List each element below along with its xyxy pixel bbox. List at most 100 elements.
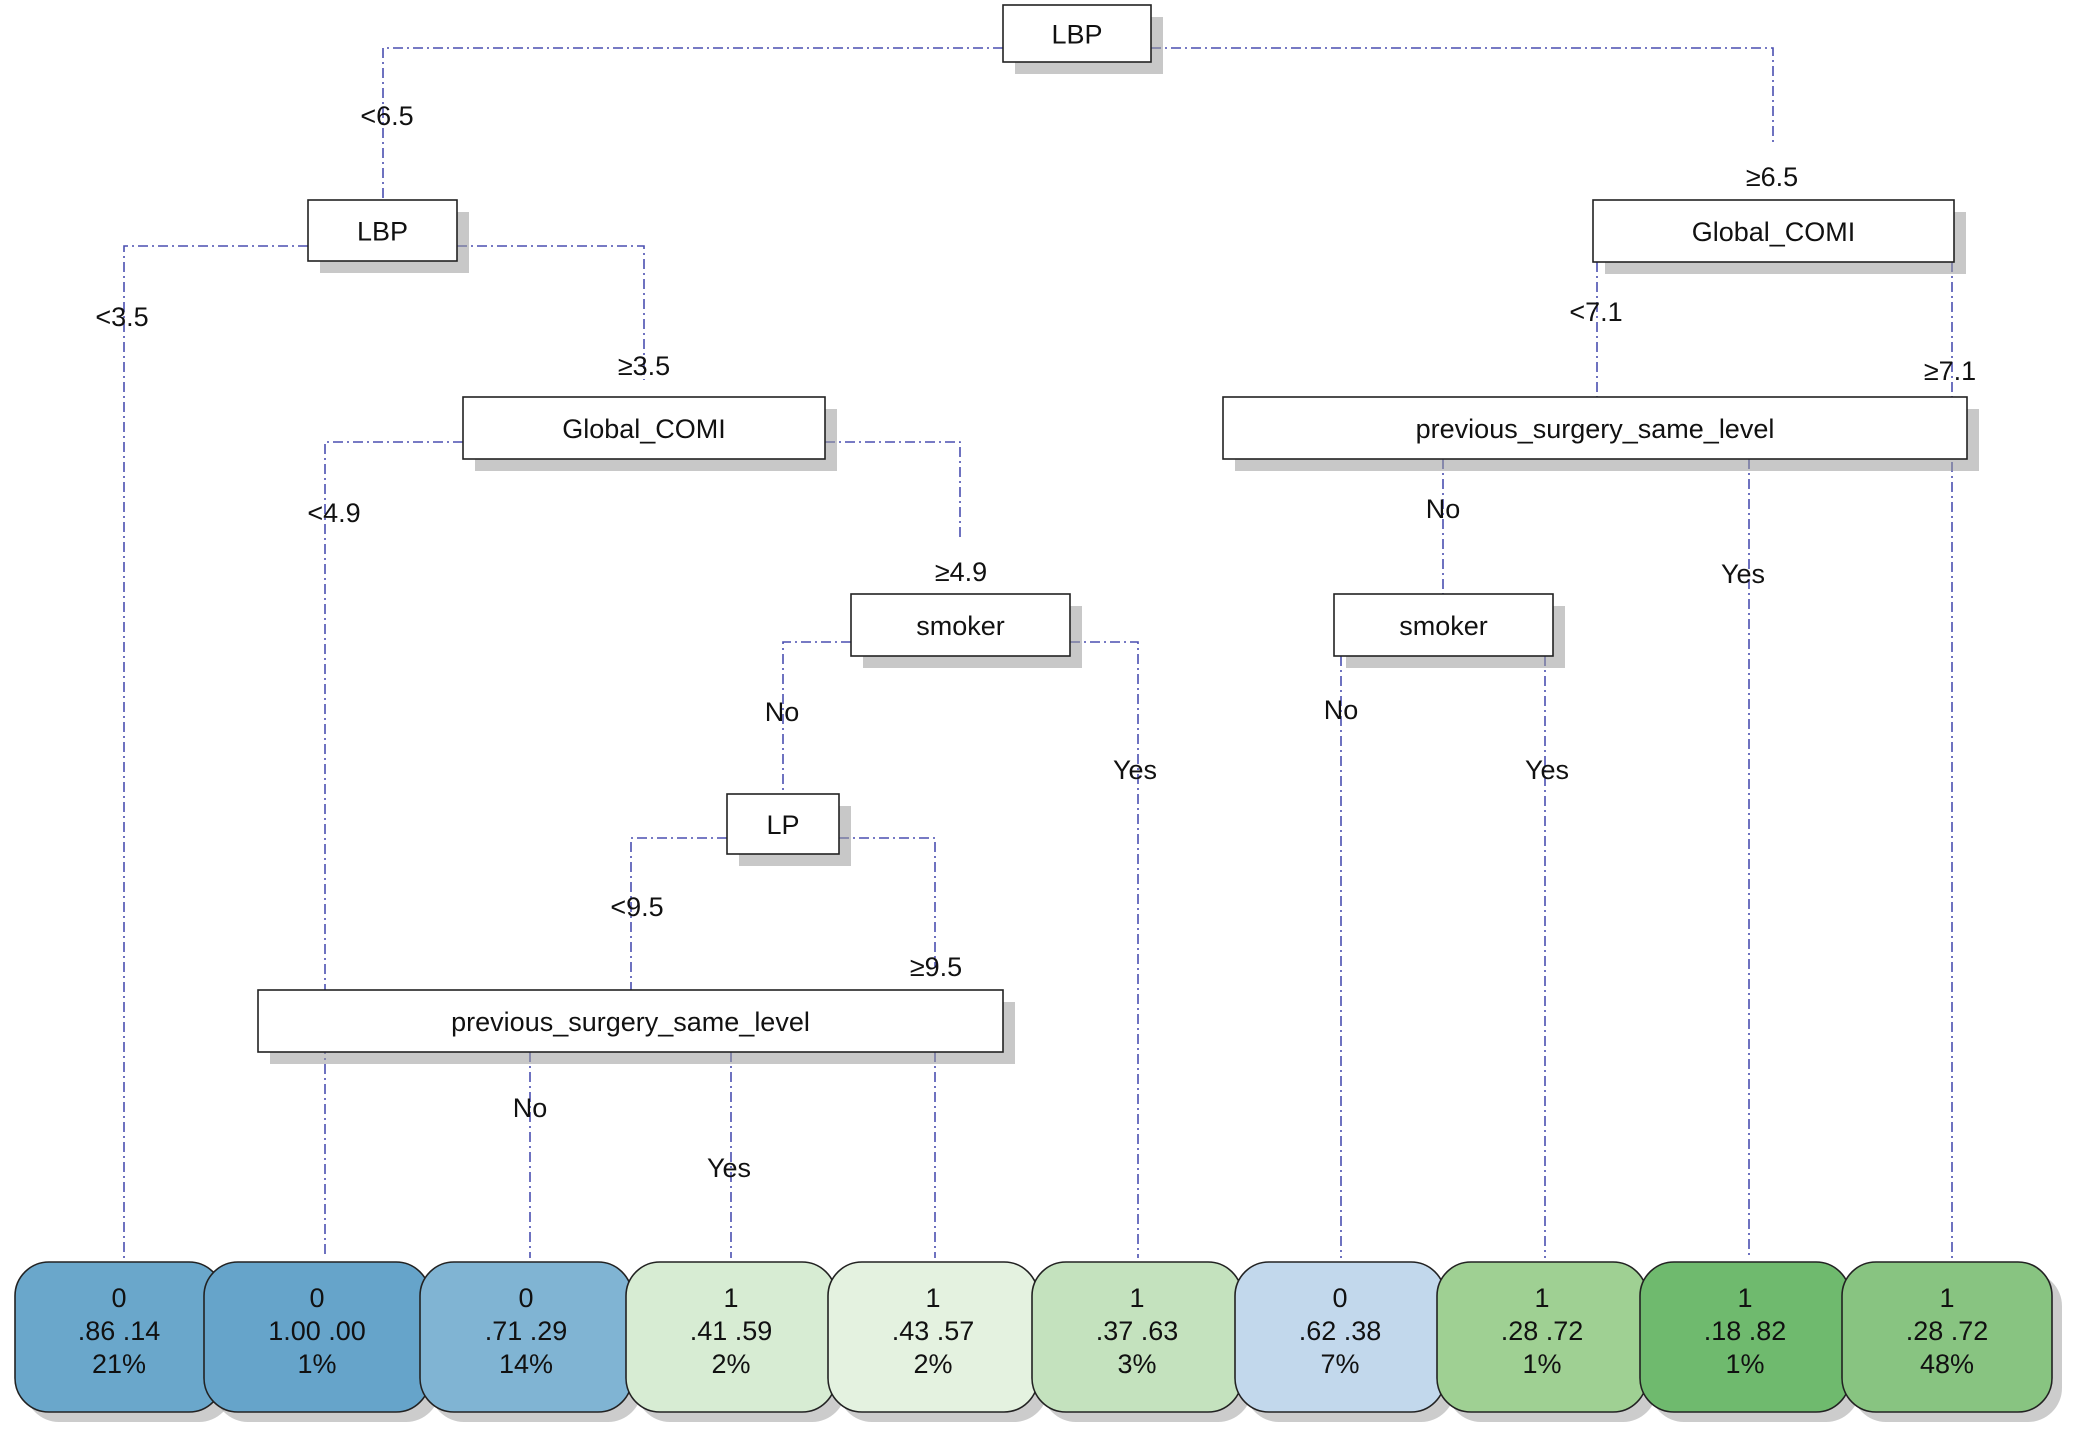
leaf-probabilities: 1.00 .00 [268, 1316, 366, 1346]
tree-edge [1151, 47, 1774, 145]
split-node-n_lp: LP [726, 793, 851, 866]
leaf-percentage: 2% [913, 1349, 952, 1379]
leaf-probabilities: .62 .38 [1299, 1316, 1382, 1346]
edge-label: Yes [1113, 755, 1157, 785]
edge-label: No [1426, 494, 1461, 524]
split-node-n_gc_left: Global_COMI [462, 396, 837, 471]
leaf-percentage: 48% [1920, 1349, 1974, 1379]
node-box [1333, 593, 1554, 657]
node-box [307, 199, 458, 262]
node-label: previous_surgery_same_level [1416, 414, 1775, 444]
edge-label: <7.1 [1569, 297, 1622, 327]
leaf-probabilities: .28 .72 [1501, 1316, 1584, 1346]
node-label: LBP [357, 217, 408, 247]
leaf-percentage: 14% [499, 1349, 553, 1379]
leaf-node-9: 1.18 .821% [1639, 1261, 1860, 1422]
leaf-probabilities: .28 .72 [1906, 1316, 1989, 1346]
leaf-node-4: 1.41 .592% [625, 1261, 846, 1422]
leaf-class: 1 [1129, 1283, 1144, 1313]
tree-edge [630, 837, 727, 990]
leaf-node-6: 1.37 .633% [1031, 1261, 1252, 1422]
tree-edge [825, 441, 961, 540]
edge-label: No [1324, 695, 1359, 725]
node-label: smoker [1399, 611, 1488, 641]
leaf-percentage: 21% [92, 1349, 146, 1379]
node-label: Global_COMI [1692, 217, 1856, 247]
node-box [1592, 199, 1955, 263]
split-node-n_gc_right: Global_COMI [1592, 199, 1966, 274]
leaf-class: 0 [1332, 1283, 1347, 1313]
edge-label: No [513, 1093, 548, 1123]
split-node-n_smoker_left: smoker [850, 593, 1082, 668]
split-node-n_prev_left: previous_surgery_same_level [257, 989, 1015, 1064]
edge-label: ≥4.9 [935, 557, 987, 587]
edge-label: ≥9.5 [910, 952, 962, 982]
node-label: LP [766, 810, 799, 840]
leaf-percentage: 1% [297, 1349, 336, 1379]
tree-edge [457, 245, 645, 380]
edge-label: ≥6.5 [1746, 162, 1798, 192]
tree-edges [123, 47, 1953, 1258]
node-label: smoker [916, 611, 1005, 641]
split-node-root: LBP [1002, 4, 1163, 74]
edge-label: Yes [1721, 559, 1765, 589]
leaf-class: 0 [309, 1283, 324, 1313]
leaf-class: 1 [723, 1283, 738, 1313]
leaf-class: 1 [1534, 1283, 1549, 1313]
leaf-class: 1 [1939, 1283, 1954, 1313]
leaf-probabilities: .18 .82 [1704, 1316, 1787, 1346]
leaf-probabilities: .71 .29 [485, 1316, 568, 1346]
node-box [726, 793, 840, 855]
edge-label: <4.9 [307, 498, 360, 528]
leaf-percentage: 1% [1725, 1349, 1764, 1379]
edge-label: Yes [1525, 755, 1569, 785]
node-box [462, 396, 826, 460]
leaf-class: 1 [1737, 1283, 1752, 1313]
edge-label: <3.5 [95, 302, 148, 332]
split-node-n_prev_right: previous_surgery_same_level [1222, 396, 1979, 471]
leaf-node-2: 01.00 .001% [203, 1261, 440, 1422]
leaf-node-5: 1.43 .572% [827, 1261, 1048, 1422]
node-box [1222, 396, 1968, 460]
edge-label: ≥3.5 [618, 351, 670, 381]
node-box [850, 593, 1071, 657]
tree-edge [839, 837, 936, 968]
leaf-percentage: 2% [711, 1349, 750, 1379]
split-node-n_lbp2: LBP [307, 199, 469, 273]
edge-label: Yes [707, 1153, 751, 1183]
tree-edge [382, 47, 1003, 200]
leaf-class: 0 [111, 1283, 126, 1313]
tree-edge [782, 641, 851, 794]
leaf-box [1841, 1261, 2053, 1413]
leaf-probabilities: .43 .57 [892, 1316, 975, 1346]
leaf-probabilities: .41 .59 [690, 1316, 773, 1346]
split-node-n_smoker_right: smoker [1333, 593, 1565, 668]
tree-edge [324, 441, 463, 1258]
leaf-percentage: 3% [1117, 1349, 1156, 1379]
leaf-percentage: 1% [1522, 1349, 1561, 1379]
node-label: Global_COMI [562, 414, 726, 444]
leaf-node-8: 1.28 .721% [1436, 1261, 1657, 1422]
leaf-class: 0 [518, 1283, 533, 1313]
node-box [1002, 4, 1152, 63]
tree-edge [1070, 641, 1139, 1258]
edge-label: <9.5 [610, 892, 663, 922]
edge-label: <6.5 [360, 101, 413, 131]
leaf-node-7: 0.62 .387% [1234, 1261, 1455, 1422]
tree-edge-labels: <6.5≥6.5<3.5≥3.5<4.9≥4.9NoYes<9.5≥9.5NoY… [95, 101, 1976, 1183]
leaf-probabilities: .37 .63 [1096, 1316, 1179, 1346]
edge-label: No [765, 697, 800, 727]
node-label: LBP [1051, 20, 1102, 50]
node-label: previous_surgery_same_level [451, 1007, 810, 1037]
tree-edge [123, 245, 308, 1258]
leaf-probabilities: .86 .14 [78, 1316, 161, 1346]
node-box [257, 989, 1004, 1053]
leaf-percentage: 7% [1320, 1349, 1359, 1379]
leaf-class: 1 [925, 1283, 940, 1313]
